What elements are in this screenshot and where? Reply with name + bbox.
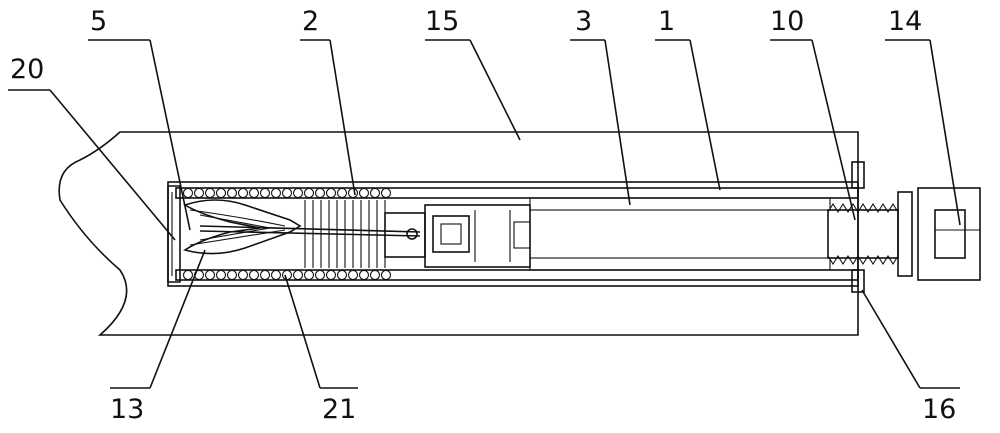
left-end-cap bbox=[167, 185, 181, 283]
spring-coil bbox=[281, 269, 293, 281]
spring-coil bbox=[237, 269, 249, 281]
spring-coils bbox=[182, 187, 392, 281]
spring-coil bbox=[204, 269, 216, 281]
spring-coil bbox=[336, 187, 348, 199]
spring-coil bbox=[182, 187, 194, 199]
spring-coil bbox=[369, 269, 381, 281]
label-21: 21 bbox=[322, 394, 356, 425]
spring-coil bbox=[336, 269, 348, 281]
label-10: 10 bbox=[770, 6, 804, 37]
spring-coil bbox=[292, 269, 304, 281]
spring-coil bbox=[248, 187, 260, 199]
spring-coil bbox=[248, 269, 260, 281]
spring-coil bbox=[182, 269, 194, 281]
part-labels: 5 2 15 3 1 10 14 20 13 21 16 bbox=[10, 6, 956, 425]
spring-coil bbox=[380, 187, 392, 199]
threaded-plug bbox=[827, 191, 913, 277]
spring-coil bbox=[259, 269, 271, 281]
connector-block bbox=[384, 204, 531, 268]
label-1: 1 bbox=[658, 6, 675, 37]
label-3: 3 bbox=[575, 6, 592, 37]
spring-coil bbox=[237, 187, 249, 199]
spring-coil bbox=[303, 269, 315, 281]
retaining-ring bbox=[851, 161, 865, 293]
spring-coil bbox=[226, 269, 238, 281]
spring-coil bbox=[259, 187, 271, 199]
nut bbox=[917, 187, 981, 281]
spring-coil bbox=[270, 187, 282, 199]
label-5: 5 bbox=[90, 6, 107, 37]
spring-coil bbox=[380, 269, 392, 281]
spring-coil bbox=[325, 187, 337, 199]
label-15: 15 bbox=[425, 6, 459, 37]
outer-sleeve bbox=[175, 187, 859, 281]
spring-coil bbox=[193, 187, 205, 199]
spring-coil bbox=[369, 187, 381, 199]
spring-coil bbox=[270, 269, 282, 281]
pull-rod bbox=[199, 225, 421, 240]
label-14: 14 bbox=[888, 6, 922, 37]
spring-coil bbox=[292, 187, 304, 199]
label-2: 2 bbox=[302, 6, 319, 37]
spring-coil bbox=[314, 269, 326, 281]
spring-coil bbox=[347, 187, 359, 199]
inner-tube bbox=[529, 197, 831, 271]
spring-coil bbox=[204, 187, 216, 199]
spring-coil bbox=[281, 187, 293, 199]
spring-coil bbox=[358, 187, 370, 199]
spring-coil bbox=[358, 269, 370, 281]
label-20: 20 bbox=[10, 54, 44, 85]
spring-coil bbox=[325, 269, 337, 281]
spring-coil bbox=[303, 187, 315, 199]
spring-coil bbox=[314, 187, 326, 199]
spring-coil bbox=[215, 269, 227, 281]
label-16: 16 bbox=[922, 394, 956, 425]
label-13: 13 bbox=[110, 394, 144, 425]
spring-coil bbox=[347, 269, 359, 281]
spring-coil bbox=[215, 187, 227, 199]
leader-lines bbox=[8, 39, 961, 389]
spring-coil bbox=[226, 187, 238, 199]
base-body bbox=[58, 131, 859, 336]
